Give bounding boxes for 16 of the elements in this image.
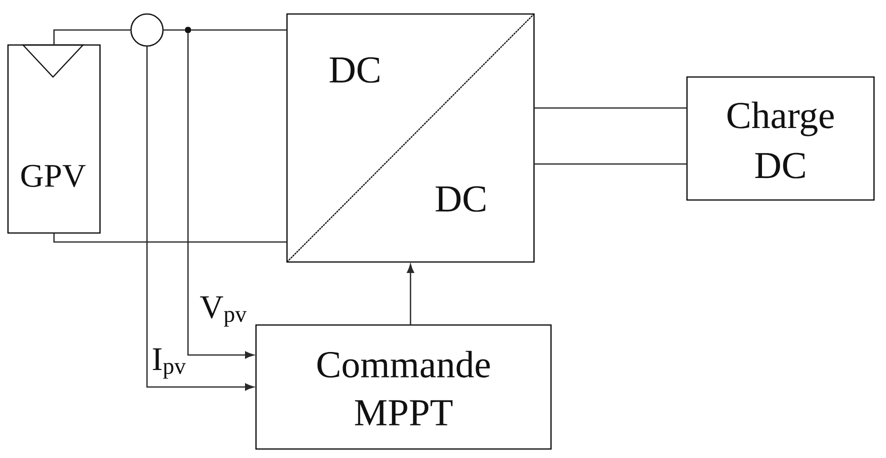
pv-panel-box: GPV: [7, 44, 101, 234]
arrow: [406, 264, 414, 325]
arrow: [146, 46, 254, 391]
edge-label: I$_{pv}$: [152, 348, 186, 379]
wire: [534, 163, 687, 165]
wire: [163, 29, 185, 31]
converter-box: DC DC: [286, 13, 535, 263]
wire: [534, 107, 687, 109]
edge-label: V$_{pv}$: [200, 296, 247, 327]
wire: [53, 233, 287, 243]
load-box: Charge DC: [686, 76, 875, 201]
control-box: Commande MPPT: [255, 324, 552, 450]
arrow: [187, 33, 254, 359]
sensor-circle: [130, 13, 164, 47]
wire: [191, 29, 287, 31]
wire: [53, 29, 131, 45]
